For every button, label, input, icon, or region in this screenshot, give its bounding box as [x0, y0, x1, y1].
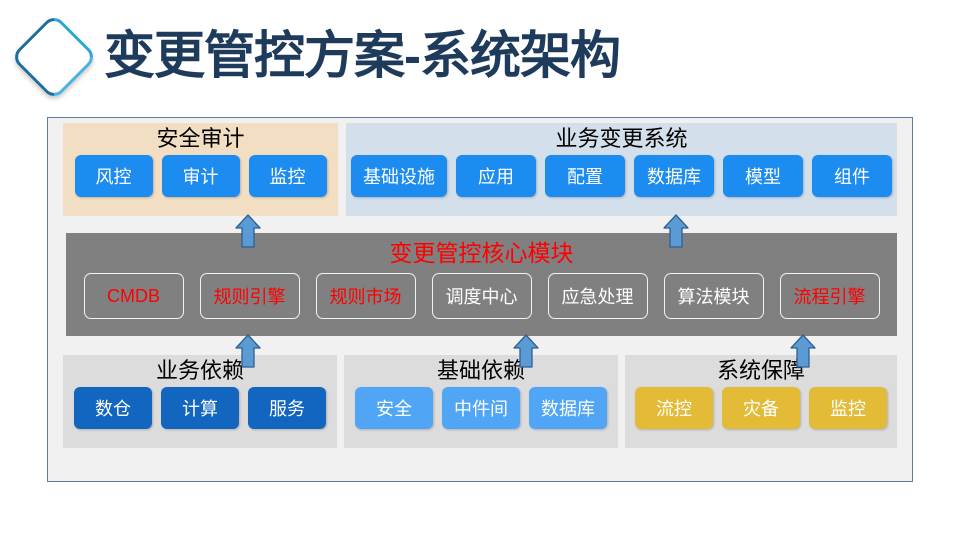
chip-database-basic[interactable]: 数据库: [529, 387, 607, 429]
chip-flow-control[interactable]: 流控: [635, 387, 713, 429]
diamond-icon: [10, 13, 98, 101]
chip-process-engine[interactable]: 流程引擎: [779, 273, 880, 319]
panel-business-dependency[interactable]: 业务依赖 数仓 计算 服务: [63, 355, 337, 448]
panel-business-change-system[interactable]: 业务变更系统 基础设施 应用 配置 数据库 模型 组件: [346, 123, 897, 216]
panel-security-audit[interactable]: 安全审计 风控 审计 监控: [63, 123, 338, 216]
chip-security[interactable]: 安全: [355, 387, 433, 429]
panel-basic-dependency[interactable]: 基础依赖 安全 中件间 数据库: [344, 355, 618, 448]
chip-component[interactable]: 组件: [812, 155, 892, 197]
arrow-system-guarantee-to-core-icon: [790, 334, 816, 368]
chip-rule-engine[interactable]: 规则引擎: [199, 273, 300, 319]
page-header: 变更管控方案-系统架构: [0, 0, 959, 112]
panel-system-guarantee[interactable]: 系统保障 流控 灾备 监控: [625, 355, 897, 448]
chip-risk-control[interactable]: 风控: [74, 155, 153, 197]
panel-core-module-chips: CMDB 规则引擎 规则市场 调度中心 应急处理 算法模块 流程引擎: [66, 273, 897, 319]
architecture-diagram: 安全审计 风控 审计 监控 业务变更系统 基础设施 应用 配置 数据库 模型 组…: [47, 117, 913, 482]
chip-monitoring[interactable]: 监控: [248, 155, 327, 197]
arrow-basic-dependency-to-core-icon: [513, 334, 539, 368]
panel-business-change-system-chips: 基础设施 应用 配置 数据库 模型 组件: [346, 155, 897, 197]
chip-audit[interactable]: 审计: [161, 155, 240, 197]
chip-infrastructure[interactable]: 基础设施: [351, 155, 447, 197]
chip-algorithm-module[interactable]: 算法模块: [663, 273, 764, 319]
chip-configuration[interactable]: 配置: [545, 155, 625, 197]
chip-database[interactable]: 数据库: [634, 155, 714, 197]
arrow-core-to-security-audit-icon: [235, 214, 261, 248]
panel-core-module-title: 变更管控核心模块: [389, 240, 574, 266]
chip-application[interactable]: 应用: [456, 155, 536, 197]
panel-business-dependency-chips: 数仓 计算 服务: [63, 387, 337, 429]
chip-disaster-recovery[interactable]: 灾备: [722, 387, 800, 429]
chip-emergency-handling[interactable]: 应急处理: [547, 273, 648, 319]
panel-system-guarantee-chips: 流控 灾备 监控: [625, 387, 897, 429]
page-title: 变更管控方案-系统架构: [104, 27, 621, 84]
panel-basic-dependency-chips: 安全 中件间 数据库: [344, 387, 618, 429]
chip-middleware[interactable]: 中件间: [442, 387, 520, 429]
panel-business-dependency-title: 业务依赖: [155, 358, 244, 383]
chip-data-warehouse[interactable]: 数仓: [74, 387, 152, 429]
chip-rule-marketplace[interactable]: 规则市场: [315, 273, 416, 319]
chip-compute[interactable]: 计算: [161, 387, 239, 429]
panel-business-change-system-title: 业务变更系统: [555, 126, 688, 151]
arrow-core-to-business-change-icon: [663, 214, 689, 248]
chip-model[interactable]: 模型: [723, 155, 803, 197]
panel-basic-dependency-title: 基础依赖: [436, 358, 525, 383]
chip-monitoring-guarantee[interactable]: 监控: [809, 387, 887, 429]
chip-service[interactable]: 服务: [248, 387, 326, 429]
arrow-business-dependency-to-core-icon: [235, 334, 261, 368]
panel-system-guarantee-title: 系统保障: [716, 358, 805, 383]
panel-security-audit-title: 安全审计: [156, 126, 245, 151]
panel-core-module[interactable]: 变更管控核心模块 CMDB 规则引擎 规则市场 调度中心 应急处理 算法模块 流…: [66, 233, 897, 336]
chip-scheduling-center[interactable]: 调度中心: [431, 273, 532, 319]
panel-security-audit-chips: 风控 审计 监控: [63, 155, 338, 197]
chip-cmdb[interactable]: CMDB: [83, 273, 184, 319]
